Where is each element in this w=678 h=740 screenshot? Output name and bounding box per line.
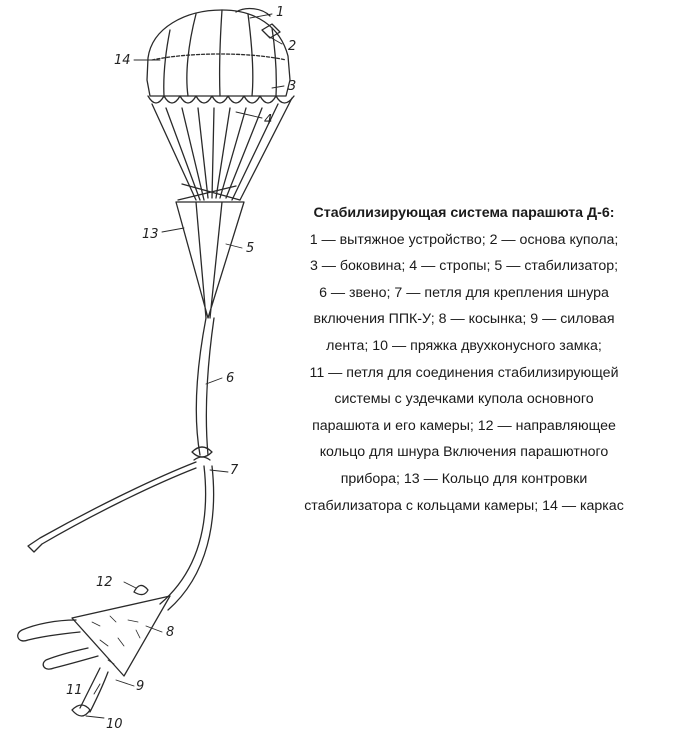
caption-line: парашюта и его камеры; 12 — направляющее [312, 417, 616, 434]
power-tape [159, 465, 215, 611]
figure-caption: Стабилизирующая система парашюта Д-6: 1 … [268, 200, 660, 519]
stabilizer [175, 201, 245, 319]
label-13: 13 [142, 227, 159, 242]
guide-ring [133, 584, 149, 596]
line-cross [177, 183, 241, 201]
control-cord [27, 461, 197, 553]
caption-line: прибора; 13 — Кольцо для контровки [340, 470, 588, 487]
caption-line: 3 — боковина; 4 — стропы; 5 — стабилизат… [309, 258, 619, 275]
buckle [71, 704, 91, 717]
caption-line: 11 — петля для соединения стабилизирующе… [309, 364, 619, 381]
caption-title: Стабилизирующая система парашюта Д-6: [313, 205, 615, 221]
canopy-dome [146, 9, 291, 97]
label-4: 4 [264, 113, 272, 128]
label-2: 2 [288, 39, 296, 54]
canopy-skirt [147, 95, 295, 104]
label-9: 9 [136, 679, 144, 694]
link-cord [195, 317, 215, 456]
label-1: 1 [276, 5, 284, 20]
kerchief [71, 595, 171, 677]
label-14: 14 [114, 53, 131, 68]
canopy-gores [163, 9, 278, 97]
suspension-lines [151, 97, 293, 201]
left-loop-top [17, 619, 81, 642]
label-3: 3 [288, 79, 296, 94]
label-10: 10 [106, 717, 123, 732]
loop-knot [191, 446, 213, 461]
caption-line: 6 — звено; 7 — петля для крепления шнура [319, 284, 609, 301]
caption-line: системы с уздечками купола основного [334, 391, 594, 408]
leader-lines [85, 13, 285, 719]
left-loop-mid [42, 647, 99, 670]
pilot-device [235, 7, 281, 39]
caption-line: 1 — вытяжное устройство; 2 — основа купо… [309, 231, 619, 248]
caption-line: стабилизатора с кольцами камеры; 14 — ка… [304, 497, 624, 514]
label-12: 12 [96, 575, 113, 590]
canopy-frame [151, 53, 287, 61]
caption-line: лента; 10 — пряжка двухконусного замка; [326, 337, 602, 354]
label-6: 6 [226, 371, 234, 386]
label-7: 7 [230, 463, 239, 478]
label-8: 8 [166, 625, 174, 640]
kerchief-texture [91, 615, 141, 665]
label-5: 5 [246, 241, 254, 256]
caption-line: включения ППК-У; 8 — косынка; 9 — силова… [313, 311, 615, 328]
caption-line: кольцо для шнура Включения парашютного [319, 444, 609, 461]
label-11: 11 [66, 683, 83, 698]
